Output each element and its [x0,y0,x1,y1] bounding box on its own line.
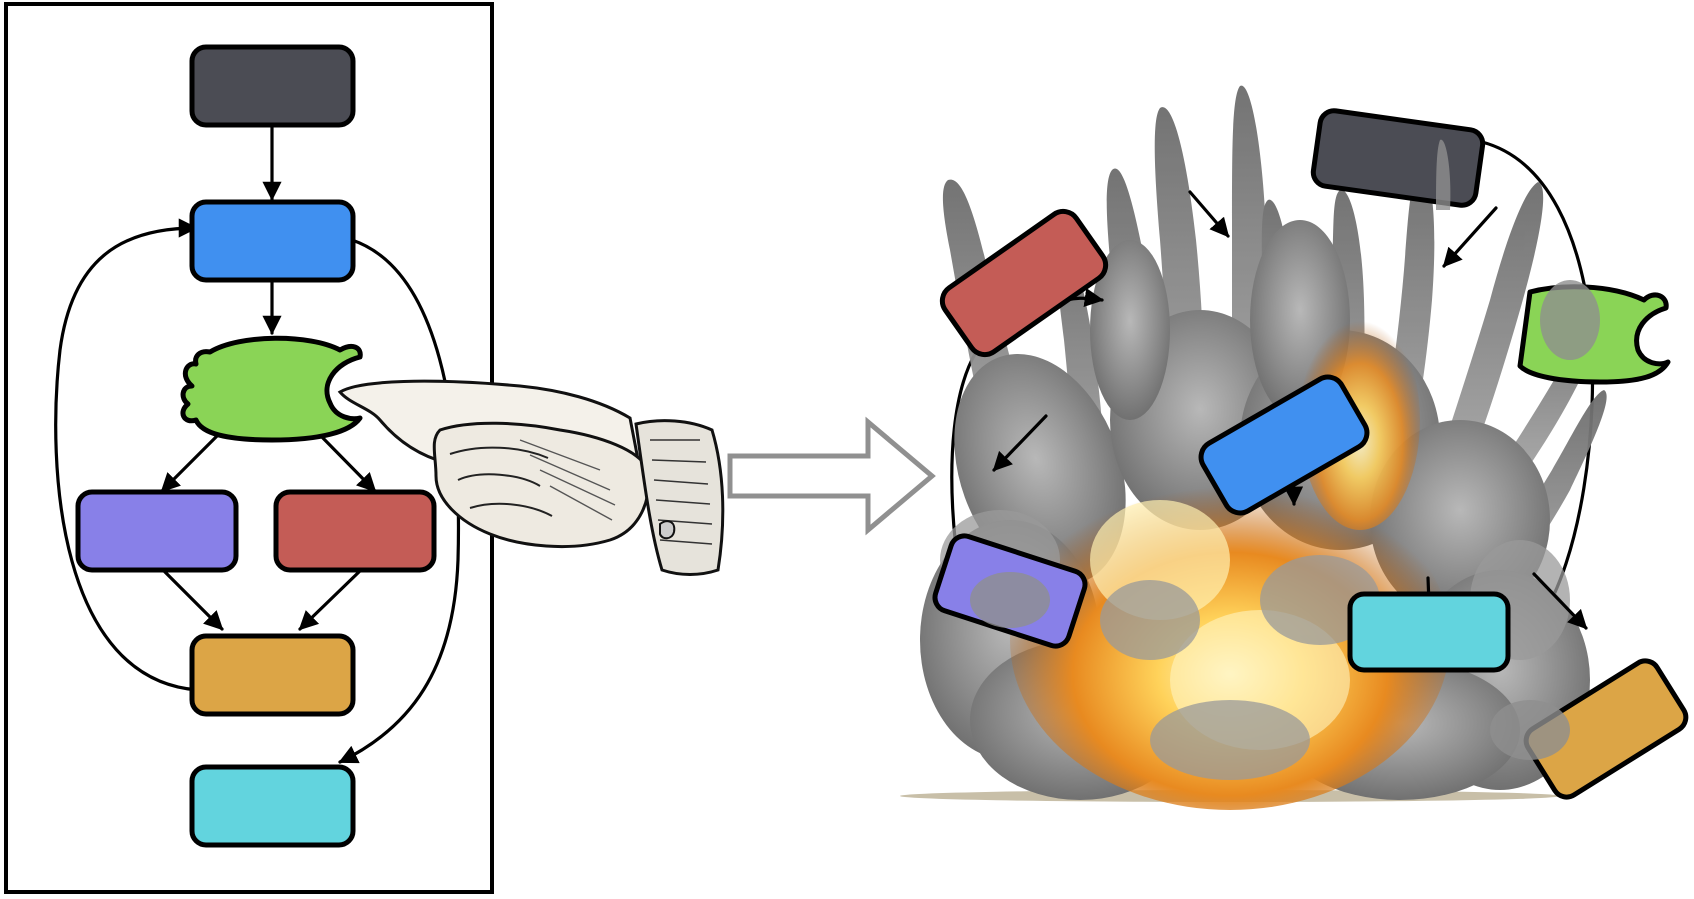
right-arrow-icon [727,416,936,536]
fragment-node-orange [1523,658,1689,800]
edge-blue-to-cyan [338,238,460,764]
smoke-overlay [970,139,1600,760]
arrow-fragment-2 [1442,206,1498,268]
fragment-node-cyan [1347,591,1511,673]
flow-edges [54,122,460,764]
pointing-hand-icon [337,379,725,576]
node-orange [189,633,356,717]
node-cyan [189,764,356,848]
arrow-fragment-3 [992,414,1048,472]
edge-orange-loop-to-blue [54,218,200,692]
node-red [273,489,437,573]
arrow-fragment-6 [1532,572,1588,630]
node-dark [189,44,356,128]
node-green [180,335,363,443]
exploded-diagram-panel [900,85,1689,810]
node-purple [75,489,239,573]
fragment-node-dark [1310,108,1486,208]
edge-green-to-red [316,431,377,493]
edge-purple-to-orange [160,567,224,631]
node-blue [189,199,356,283]
edge-green-to-purple [160,431,222,493]
fragment-node-blue [1198,374,1370,516]
edge-red-to-orange [298,567,364,631]
arrow-fragment-1 [1188,190,1230,238]
fragment-node-red [939,208,1109,358]
